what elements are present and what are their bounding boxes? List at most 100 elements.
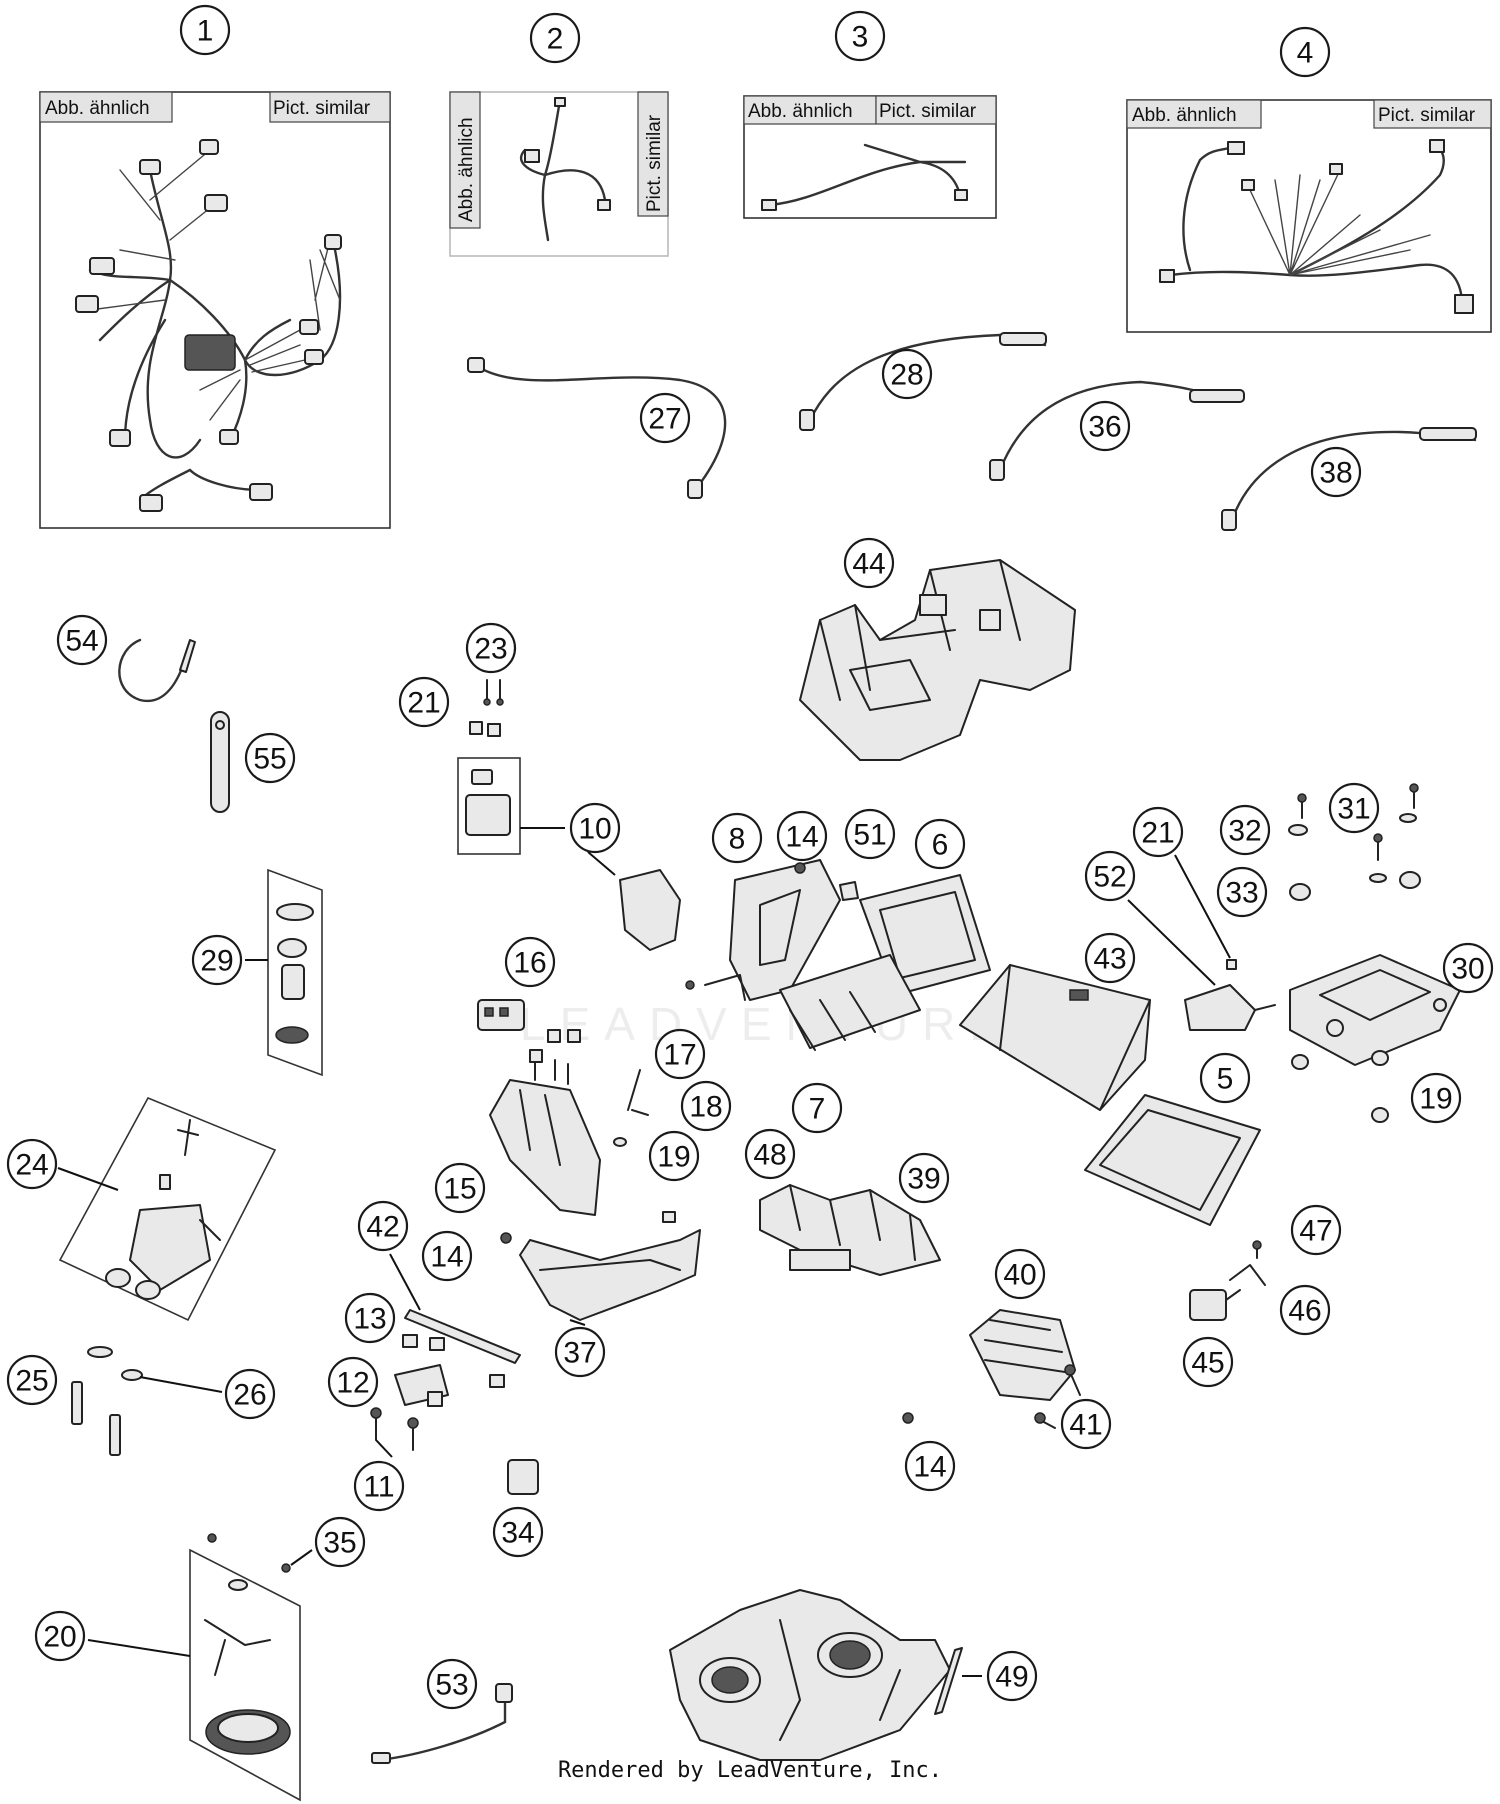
cable-36 — [989, 380, 1245, 481]
callout-number: 40 — [1003, 1259, 1036, 1292]
callout-48: 48 — [744, 1128, 796, 1180]
screw-35 — [281, 1549, 313, 1573]
callout-28: 28 — [881, 348, 933, 400]
callout-12: 12 — [327, 1356, 379, 1408]
callout-number: 49 — [995, 1661, 1028, 1694]
callout-36: 36 — [1079, 400, 1131, 452]
callout-number: 6 — [932, 829, 949, 862]
grommets-19-right — [1291, 1050, 1389, 1123]
battery-cover-5 — [1084, 1094, 1261, 1226]
sensor-45 — [1189, 1289, 1241, 1321]
bolts-25 — [71, 1381, 121, 1456]
callout-44: 44 — [843, 537, 895, 589]
starter-relay-52 — [1127, 899, 1276, 1031]
pin-17 — [627, 1069, 641, 1111]
label-pict-similar-3: Pict. similar — [879, 101, 977, 122]
callout-21: 21 — [398, 676, 450, 728]
callout-21: 21 — [1132, 806, 1184, 858]
callout-number: 16 — [513, 947, 546, 980]
callout-14: 14 — [904, 1440, 956, 1492]
callout-20: 20 — [34, 1610, 86, 1662]
callout-3: 3 — [834, 10, 886, 62]
sub-harness-box-3: Abb. ähnlich Pict. similar — [743, 95, 997, 219]
washer-19-mid — [613, 1137, 627, 1147]
callout-number: 29 — [200, 945, 233, 978]
callout-number: 51 — [853, 819, 886, 852]
callout-46: 46 — [1279, 1284, 1331, 1336]
callout-number: 54 — [65, 625, 98, 658]
callout-number: 47 — [1299, 1215, 1332, 1248]
washer-32 — [1288, 824, 1308, 836]
callout-15: 15 — [434, 1162, 486, 1214]
callout-14: 14 — [776, 810, 828, 862]
relay-10-part — [587, 851, 681, 951]
fuse-21-right — [1174, 854, 1237, 970]
clip-51 — [839, 881, 859, 901]
clip-13 — [402, 1334, 505, 1388]
callout-18: 18 — [680, 1080, 732, 1132]
callout-number: 35 — [323, 1527, 356, 1560]
washer-26 — [87, 1346, 223, 1393]
callout-43: 43 — [1084, 932, 1136, 984]
callout-number: 27 — [648, 403, 681, 436]
label-pict-similar: Pict. similar — [273, 98, 371, 119]
callout-number: 21 — [1141, 817, 1174, 850]
cable-tie-54 — [118, 638, 196, 703]
callout-13: 13 — [344, 1292, 396, 1344]
callout-number: 46 — [1288, 1295, 1321, 1328]
main-harness-drawing — [75, 139, 342, 512]
control-unit-30 — [1289, 954, 1461, 1066]
callout-37: 37 — [554, 1326, 606, 1378]
bracket-12 — [394, 1364, 449, 1407]
housing-37 — [519, 1229, 701, 1326]
strap-55 — [210, 711, 230, 813]
callout-number: 14 — [430, 1241, 463, 1274]
callout-23: 23 — [465, 622, 517, 674]
steering-lock-24 — [57, 1096, 277, 1322]
callout-number: 33 — [1225, 877, 1258, 910]
label-abb-aehnlich: Abb. ähnlich — [45, 98, 150, 119]
callout-31: 31 — [1328, 782, 1380, 834]
callout-number: 42 — [366, 1211, 399, 1244]
ecu-7 — [779, 954, 921, 1051]
callout-number: 21 — [407, 687, 440, 720]
fuse-21 — [469, 721, 501, 737]
callout-number: 14 — [913, 1451, 946, 1484]
callout-38: 38 — [1310, 446, 1362, 498]
callout-35: 35 — [314, 1516, 366, 1568]
bracket-46 — [1229, 1264, 1266, 1286]
cable-38 — [1221, 427, 1477, 531]
callout-number: 11 — [363, 1471, 394, 1504]
horn-assembly-20 — [87, 1533, 301, 1802]
callout-1: 1 — [179, 4, 231, 56]
connector-16 — [477, 999, 525, 1031]
holder-39 — [759, 1184, 941, 1276]
callout-number: 1 — [197, 15, 214, 48]
callout-number: 28 — [890, 359, 923, 392]
callout-number: 38 — [1319, 457, 1352, 490]
callout-6: 6 — [914, 818, 966, 870]
callout-25: 25 — [6, 1354, 58, 1406]
sub-harness-box-2: Abb. ähnlich Pict. similar — [449, 91, 669, 257]
callout-42: 42 — [357, 1200, 409, 1252]
callout-52: 52 — [1084, 850, 1136, 902]
grommet-33 — [1289, 871, 1421, 901]
callout-number: 52 — [1093, 861, 1126, 894]
callout-number: 15 — [443, 1173, 476, 1206]
callout-number: 5 — [1217, 1063, 1234, 1096]
callout-number: 19 — [1419, 1083, 1452, 1116]
callout-51: 51 — [844, 808, 896, 860]
label-abb-aehnlich-4: Abb. ähnlich — [1132, 105, 1237, 126]
watermark: LEADVENTURE — [520, 998, 1014, 1050]
screw-14-upper — [794, 862, 806, 874]
callout-number: 14 — [785, 821, 818, 854]
callout-number: 19 — [657, 1141, 690, 1174]
footer-credit: Rendered by LeadVenture, Inc. — [557, 1758, 943, 1783]
label-pict-similar-4: Pict. similar — [1378, 105, 1476, 126]
label-abb-aehnlich-3: Abb. ähnlich — [748, 101, 853, 122]
callout-number: 55 — [253, 743, 286, 776]
callout-26: 26 — [224, 1368, 276, 1420]
callout-number: 34 — [501, 1517, 534, 1550]
callout-17: 17 — [654, 1028, 706, 1080]
